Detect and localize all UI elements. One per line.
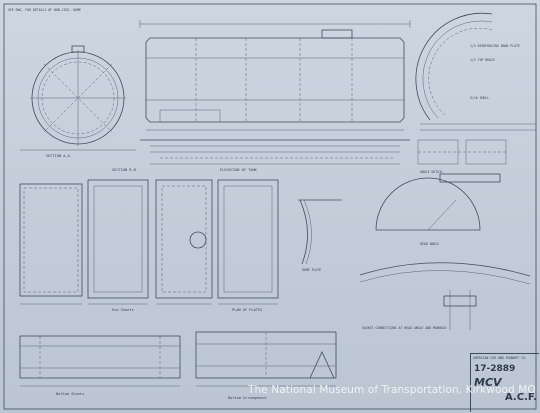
tank-elevation [139, 20, 411, 165]
museum-watermark: The National Museum of Transportation, K… [248, 384, 536, 396]
angle-details [298, 177, 531, 330]
tank-end-view-left [20, 45, 136, 151]
note-dome: DOME PLATE [302, 268, 322, 272]
note-bottom-right: End Sheets [112, 308, 134, 312]
note-head: HEAD ANGLE [420, 242, 440, 246]
maker-mark: A.C.F. [505, 392, 538, 403]
car-title: MCV [474, 376, 502, 389]
note-end-3: 3/16 SHELL [470, 96, 490, 100]
note-elevation: ELEVATION OF TANK [220, 168, 257, 172]
right-details [417, 139, 507, 183]
note-bottom-mid: Bottom Arrangement [228, 396, 267, 400]
title-block: AMERICAN CAR AND FOUNDRY CO. 17-2889 MCV… [470, 353, 539, 412]
tank-end-view-right [415, 12, 536, 131]
note-end-1: 1/2 REINFORCING BAND PLATE [470, 44, 520, 48]
plate-panels [19, 179, 279, 305]
bottom-strips [19, 331, 337, 387]
note-body-section: SECTION B-B [112, 168, 136, 172]
note-bottom-left: Bottom Sheets [56, 392, 85, 396]
sheet-border [3, 3, 537, 410]
drawing-number: 17-2889 [474, 364, 516, 374]
note-plan: PLAN OF PLATES [232, 308, 263, 312]
note-angle: ANGLE DETAIL [420, 170, 444, 174]
note-section-a: SECTION A-A [46, 154, 70, 158]
note-gasket: GASKET CONNECTIONS AT HEAD ANGLE AND MAN… [362, 326, 447, 330]
company-name: AMERICAN CAR AND FOUNDRY CO. [473, 356, 527, 360]
corner-note: SEE DWG. FOR DETAILS OF NON-CIRC. DOME [8, 8, 81, 12]
note-end-2: 1/2 TOP BRACE [470, 58, 495, 62]
